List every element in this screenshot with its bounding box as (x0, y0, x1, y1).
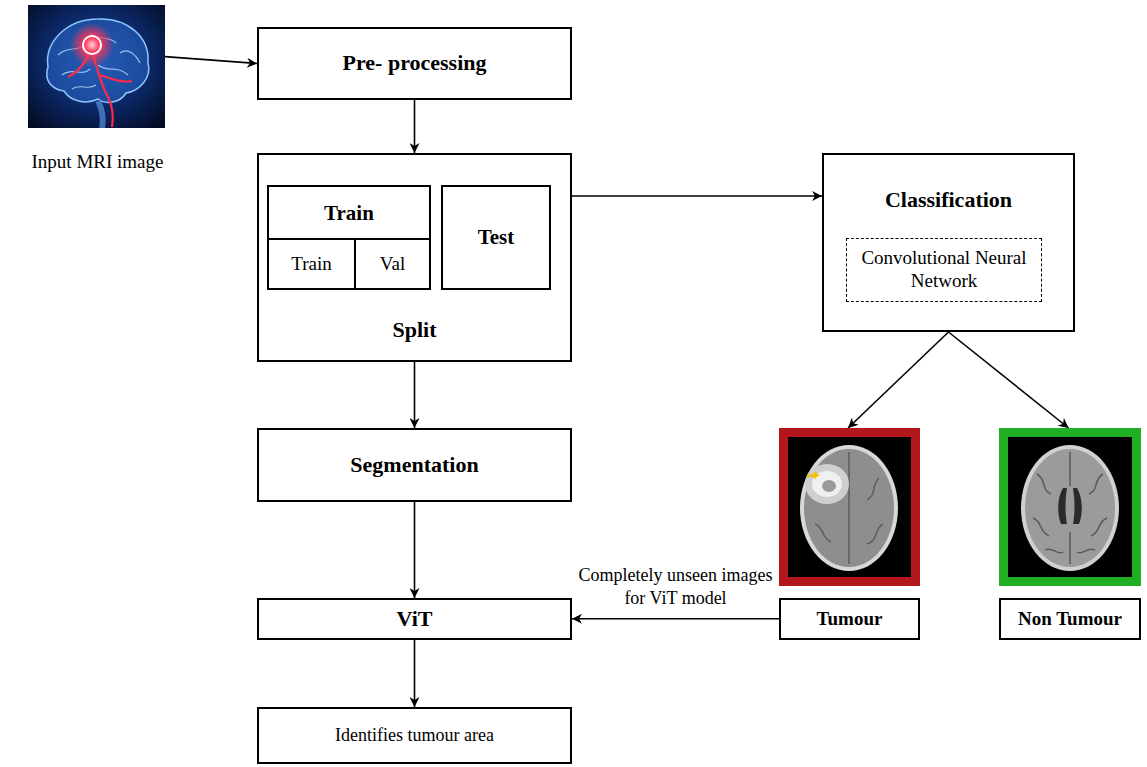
flow-arrow (572, 618, 779, 620)
node-text: Train (269, 240, 354, 288)
node-text: Train (269, 187, 429, 240)
node-text: Identifies tumour area (259, 709, 570, 762)
node-text: Val (356, 240, 429, 288)
process-box: Train (267, 238, 356, 290)
process-box: Identifies tumour area (257, 707, 572, 764)
process-box: ClassificationConvolutional Neural Netwo… (822, 153, 1075, 332)
process-box: TrainTrainVal (267, 185, 431, 290)
flow-arrow (414, 362, 416, 428)
node-text: Test (443, 187, 549, 288)
flow-arrow (414, 100, 416, 153)
flow-arrow (414, 640, 416, 707)
node-text: Classification (824, 177, 1073, 223)
node-text: Split (259, 305, 570, 355)
class-label: Tumour (779, 598, 920, 640)
process-box: ViT (257, 598, 572, 640)
flow-arrow (949, 332, 1069, 428)
class-label: Non Tumour (999, 598, 1141, 640)
flow-arrow (165, 57, 257, 64)
flow-arrow (572, 195, 822, 197)
edge-label: Completely unseen images for ViT model (574, 564, 778, 611)
image-node: Input MRI image (10, 5, 185, 175)
process-box: Val (354, 238, 431, 290)
node-text: ViT (259, 600, 570, 638)
process-box: SplitTrainTrainValTest (257, 153, 572, 362)
process-box: Convolutional Neural Network (846, 238, 1042, 302)
brain-illustration (28, 5, 165, 128)
flow-arrow (848, 332, 948, 428)
image-node: Non Tumour (999, 428, 1141, 640)
process-box: Test (441, 185, 551, 290)
tumour-mri-image (779, 428, 920, 586)
node-text: Convolutional Neural Network (847, 239, 1041, 300)
normal-mri-image (999, 428, 1141, 586)
process-box: Pre- processing (257, 27, 572, 100)
node-text: Segmentation (259, 430, 570, 500)
process-box: Segmentation (257, 428, 572, 502)
image-node: Tumour (779, 428, 920, 640)
node-text: Pre- processing (259, 29, 570, 98)
node-text: Input MRI image (10, 147, 185, 177)
flow-arrow (414, 502, 416, 598)
